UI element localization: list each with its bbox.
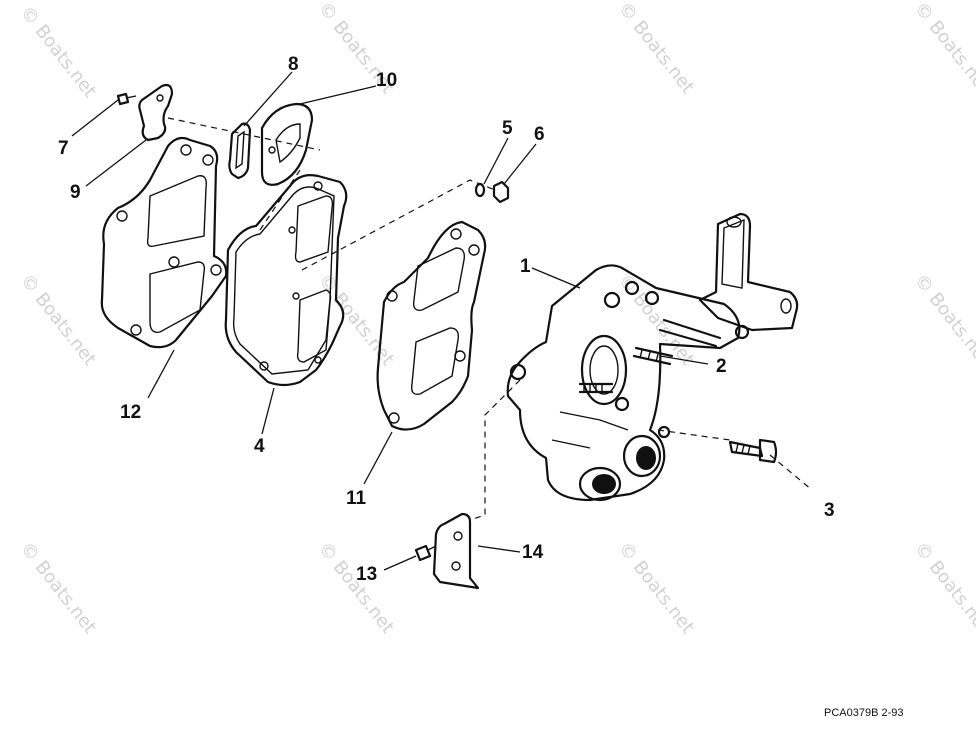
callout-12: 12 (120, 402, 141, 423)
callout-6: 6 (534, 124, 545, 145)
assembly-lines (167, 117, 813, 521)
part-5-washer (474, 182, 486, 198)
part-7-screw (116, 92, 137, 106)
callouts: 1 2 3 4 5 6 7 8 9 10 11 12 13 14 (58, 54, 835, 585)
watermark: © Boats.net (614, 538, 698, 637)
watermark: © Boats.net (614, 0, 698, 98)
callout-9: 9 (70, 182, 81, 203)
watermark: © Boats.net (16, 270, 100, 369)
part-14-plate (432, 512, 480, 590)
callout-13: 13 (356, 564, 377, 585)
callout-3: 3 (824, 500, 835, 521)
callout-10: 10 (376, 70, 397, 91)
callout-8: 8 (288, 54, 299, 75)
reference-code: PCA0379B 2-93 (824, 707, 904, 719)
part-10-reed-petal (260, 102, 314, 186)
part-1-intake-manifold (506, 212, 799, 502)
watermark: © Boats.net (910, 538, 976, 637)
part-11-gasket (376, 220, 487, 431)
callout-7: 7 (58, 138, 69, 159)
callout-5: 5 (502, 118, 513, 139)
part-9-retainer (138, 83, 174, 142)
watermark: © Boats.net (910, 270, 976, 369)
callout-14: 14 (522, 542, 544, 563)
watermark: © Boats.net (910, 0, 976, 98)
callout-2: 2 (716, 356, 727, 377)
part-8-reed-stop (228, 122, 252, 180)
watermark: © Boats.net (314, 538, 398, 637)
watermark: © Boats.net (16, 538, 100, 637)
watermark: © Boats.net (16, 2, 100, 101)
callout-4: 4 (254, 436, 265, 457)
part-4-reed-plate (224, 174, 348, 387)
part-12-gasket (100, 136, 228, 349)
part-13-screw (414, 544, 437, 562)
callout-11: 11 (346, 488, 367, 509)
part-3-bolt (728, 438, 778, 464)
callout-1: 1 (520, 256, 531, 277)
leader-lines (71, 71, 709, 571)
part-6-nut (492, 180, 510, 204)
